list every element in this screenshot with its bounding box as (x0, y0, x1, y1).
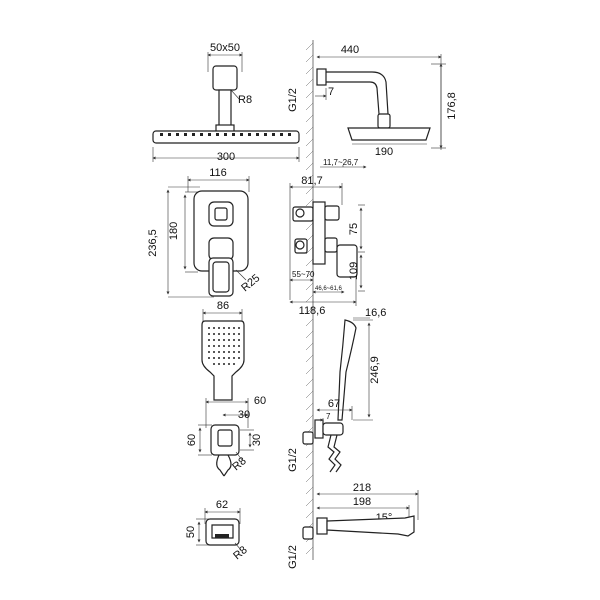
shower-arm-front-view: 50x50 R8 (207, 42, 252, 133)
arm-height-label: 176,8 (446, 92, 458, 120)
plate-height-label: 180 (168, 222, 180, 240)
holder-wall-offset-label: 7 (326, 412, 331, 421)
holder-width-label: 60 (254, 395, 266, 407)
arm-section-label: 50x50 (210, 42, 240, 54)
hand-shower-thickness-label: 16,6 (365, 307, 386, 319)
hand-shower-side-view: 16,6 246,9 67 7 G1/2 (287, 307, 386, 473)
arm-radius-label: R8 (238, 94, 252, 106)
spout-length-label: 198 (353, 496, 371, 508)
valve-side-view: 81,7 75 109 55~70 46,6~61,6 118,6 (289, 175, 365, 317)
rain-shower-head-front: 300 (152, 130, 300, 163)
arm-wall-offset-label: 7 (328, 86, 334, 98)
hand-shower-length-label: 246,9 (369, 356, 381, 384)
rain-head-front-label: 190 (375, 146, 393, 158)
valve-plate-front-view: 116 236,5 180 R25 (147, 167, 262, 298)
plate-width-label: 116 (209, 167, 227, 179)
wall (305, 40, 314, 560)
thread-top-label: G1/2 (287, 88, 299, 112)
hand-shower-width-label: 86 (217, 300, 229, 312)
holder-inner-label: 30 (238, 409, 250, 421)
holder-height-label: 60 (186, 434, 198, 446)
valve-lower-label: 109 (348, 262, 360, 280)
spout-width-label: 62 (216, 499, 228, 511)
arm-projection-label: 440 (341, 44, 359, 56)
spout-side-view: 218 198 15° G1/2 (287, 482, 419, 569)
spout-height-label: 50 (185, 526, 197, 538)
valve-depth-label: 81,7 (301, 175, 322, 187)
spout-front-view: 62 50 R8 (185, 499, 250, 562)
rain-head-width-label: 300 (217, 151, 235, 163)
shower-arm-side-view: 440 176,8 G1/2 7 190 11,7~26,7 (287, 44, 458, 169)
holder-projection-label: 67 (328, 398, 340, 410)
valve-install-range-label: 55~70 (292, 270, 315, 279)
spout-radius-label: R8 (231, 544, 249, 562)
hand-shower-front-view: 86 (201, 300, 245, 401)
holder-inner-height-label: 30 (251, 434, 263, 446)
spout-total-label: 218 (353, 482, 371, 494)
valve-total-depth-label: 118,6 (299, 305, 326, 317)
plate-radius-label: R25 (239, 272, 262, 294)
holder-radius-label: R8 (230, 455, 248, 473)
plate-height-total-label: 236,5 (147, 229, 159, 257)
valve-upper-label: 75 (348, 223, 360, 235)
thread-middle-label: G1/2 (287, 448, 299, 472)
thread-bottom-label: G1/2 (287, 545, 299, 569)
holder-front-view: 60 30 60 30 R8 (186, 395, 266, 477)
valve-range-small-label: 46,6~61,6 (315, 286, 343, 292)
arm-adjust-range-label: 11,7~26,7 (323, 158, 359, 167)
